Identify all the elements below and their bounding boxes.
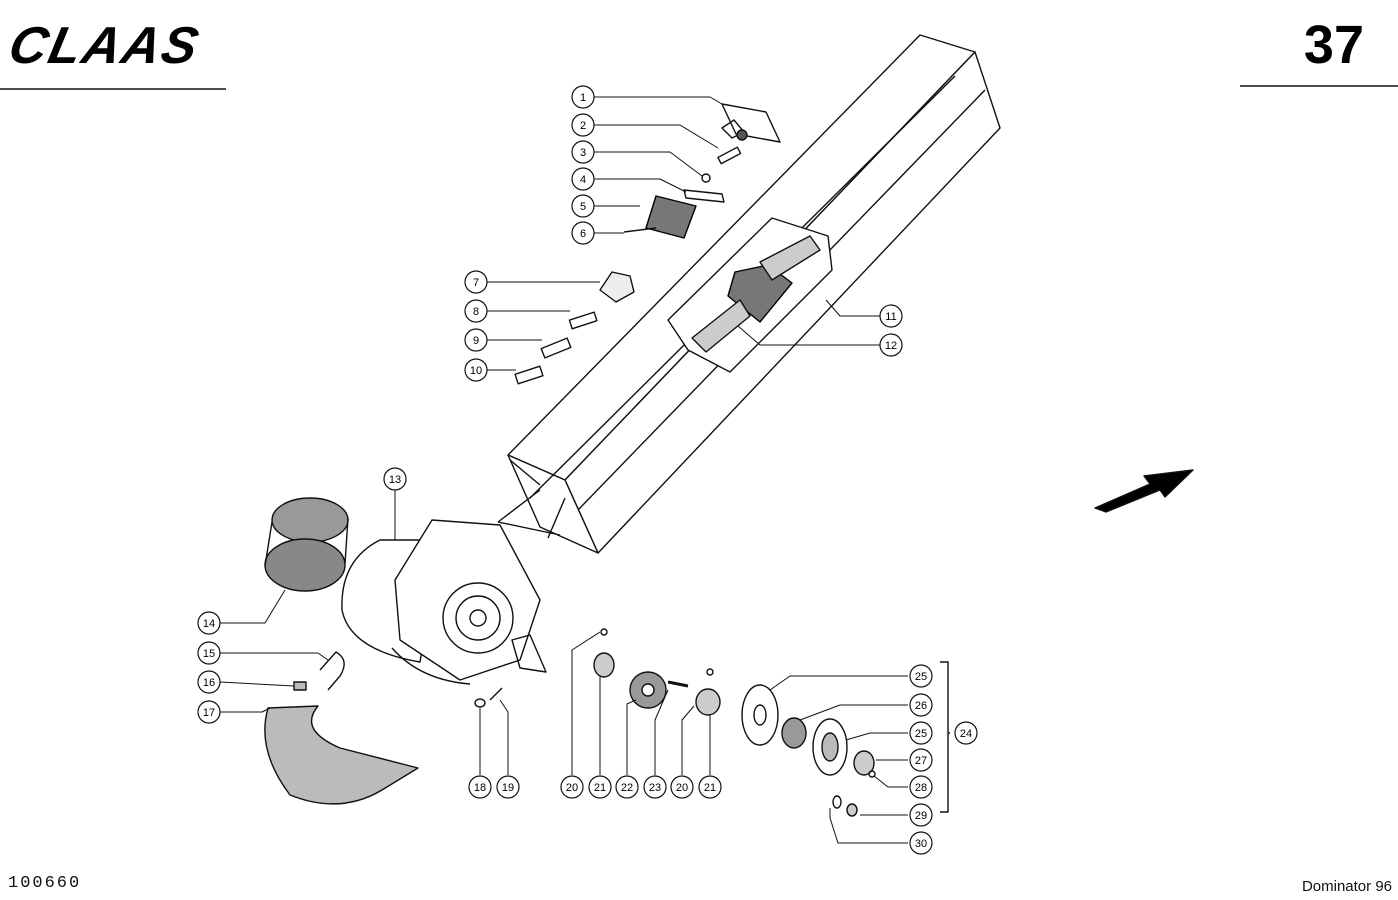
small-parts-upper <box>514 103 781 385</box>
page-number: 37 <box>1303 15 1364 75</box>
callout-24 <box>954 721 978 745</box>
callout-label-21a: 21 <box>594 782 606 794</box>
callout-11 <box>879 304 903 328</box>
callout-label-24: 24 <box>960 728 972 740</box>
callout-label-28: 28 <box>915 782 927 794</box>
callout-23 <box>643 775 667 799</box>
callout-label-17: 17 <box>203 707 215 719</box>
model-name: Dominator 96 <box>1301 878 1392 895</box>
callout-label-1: 1 <box>580 92 586 104</box>
callout-27 <box>909 748 933 772</box>
callout-label-6: 6 <box>580 228 586 240</box>
callout-label-20b: 20 <box>676 782 688 794</box>
callout-label-10: 10 <box>470 365 482 377</box>
callout-28 <box>909 775 933 799</box>
callout-16 <box>197 670 221 694</box>
callout-19 <box>496 775 520 799</box>
group-bracket <box>940 661 949 813</box>
callout-21a <box>588 775 612 799</box>
callout-label-14: 14 <box>203 618 215 630</box>
callout-4 <box>571 167 595 191</box>
callout-label-8: 8 <box>473 306 479 318</box>
callout-label-9: 9 <box>473 335 479 347</box>
callout-7 <box>464 270 488 294</box>
callout-1 <box>571 85 595 109</box>
callout-25b <box>909 721 933 745</box>
drive-housing <box>341 519 547 685</box>
rake-plate <box>691 235 821 353</box>
callout-15 <box>197 641 221 665</box>
leader-lines <box>219 96 908 844</box>
callout-18 <box>468 775 492 799</box>
callout-20a <box>560 775 584 799</box>
callout-label-25b: 25 <box>915 728 927 740</box>
callout-label-4: 4 <box>580 174 586 186</box>
callout-label-20a: 20 <box>566 782 578 794</box>
callout-2 <box>571 113 595 137</box>
callout-9 <box>464 328 488 352</box>
callout-label-19: 19 <box>502 782 514 794</box>
callout-label-23: 23 <box>649 782 661 794</box>
callout-label-15: 15 <box>203 648 215 660</box>
sprocket-parts <box>593 628 721 716</box>
callout-label-27: 27 <box>915 755 927 767</box>
callout-6 <box>571 221 595 245</box>
callout-21b <box>698 775 722 799</box>
callout-label-18: 18 <box>474 782 486 794</box>
callout-label-22: 22 <box>621 782 633 794</box>
callout-label-12: 12 <box>885 340 897 352</box>
callout-3 <box>571 140 595 164</box>
callout-20b <box>670 775 694 799</box>
callout-label-13: 13 <box>389 474 401 486</box>
callout-label-2: 2 <box>580 120 586 132</box>
callout-label-5: 5 <box>580 201 586 213</box>
callout-25a <box>909 664 933 688</box>
callout-label-29: 29 <box>915 810 927 822</box>
callout-5 <box>571 194 595 218</box>
ring-part <box>264 497 349 592</box>
callout-label-7: 7 <box>473 277 479 289</box>
callout-13 <box>383 467 407 491</box>
callout-17 <box>197 700 221 724</box>
washer-bolt <box>474 687 503 708</box>
callout-30 <box>909 831 933 855</box>
callout-12 <box>879 333 903 357</box>
callout-circles <box>197 85 978 855</box>
callout-label-16: 16 <box>203 677 215 689</box>
callout-26 <box>909 693 933 717</box>
flange-bearing <box>741 684 876 817</box>
callout-label-3: 3 <box>580 147 586 159</box>
callout-22 <box>615 775 639 799</box>
callout-14 <box>197 611 221 635</box>
callout-label-25a: 25 <box>915 671 927 683</box>
callout-label-11: 11 <box>885 311 896 323</box>
document-id: 100660 <box>8 874 82 893</box>
callout-label-21b: 21 <box>704 782 716 794</box>
callout-10 <box>464 358 488 382</box>
callout-label-26: 26 <box>915 700 927 712</box>
callout-labels: 1 2 3 4 5 6 7 8 9 10 11 12 13 14 15 16 1… <box>203 92 972 850</box>
callout-8 <box>464 299 488 323</box>
callout-label-30: 30 <box>915 838 927 850</box>
direction-arrow <box>1094 469 1194 513</box>
callout-29 <box>909 803 933 827</box>
strap-parts <box>264 651 419 805</box>
